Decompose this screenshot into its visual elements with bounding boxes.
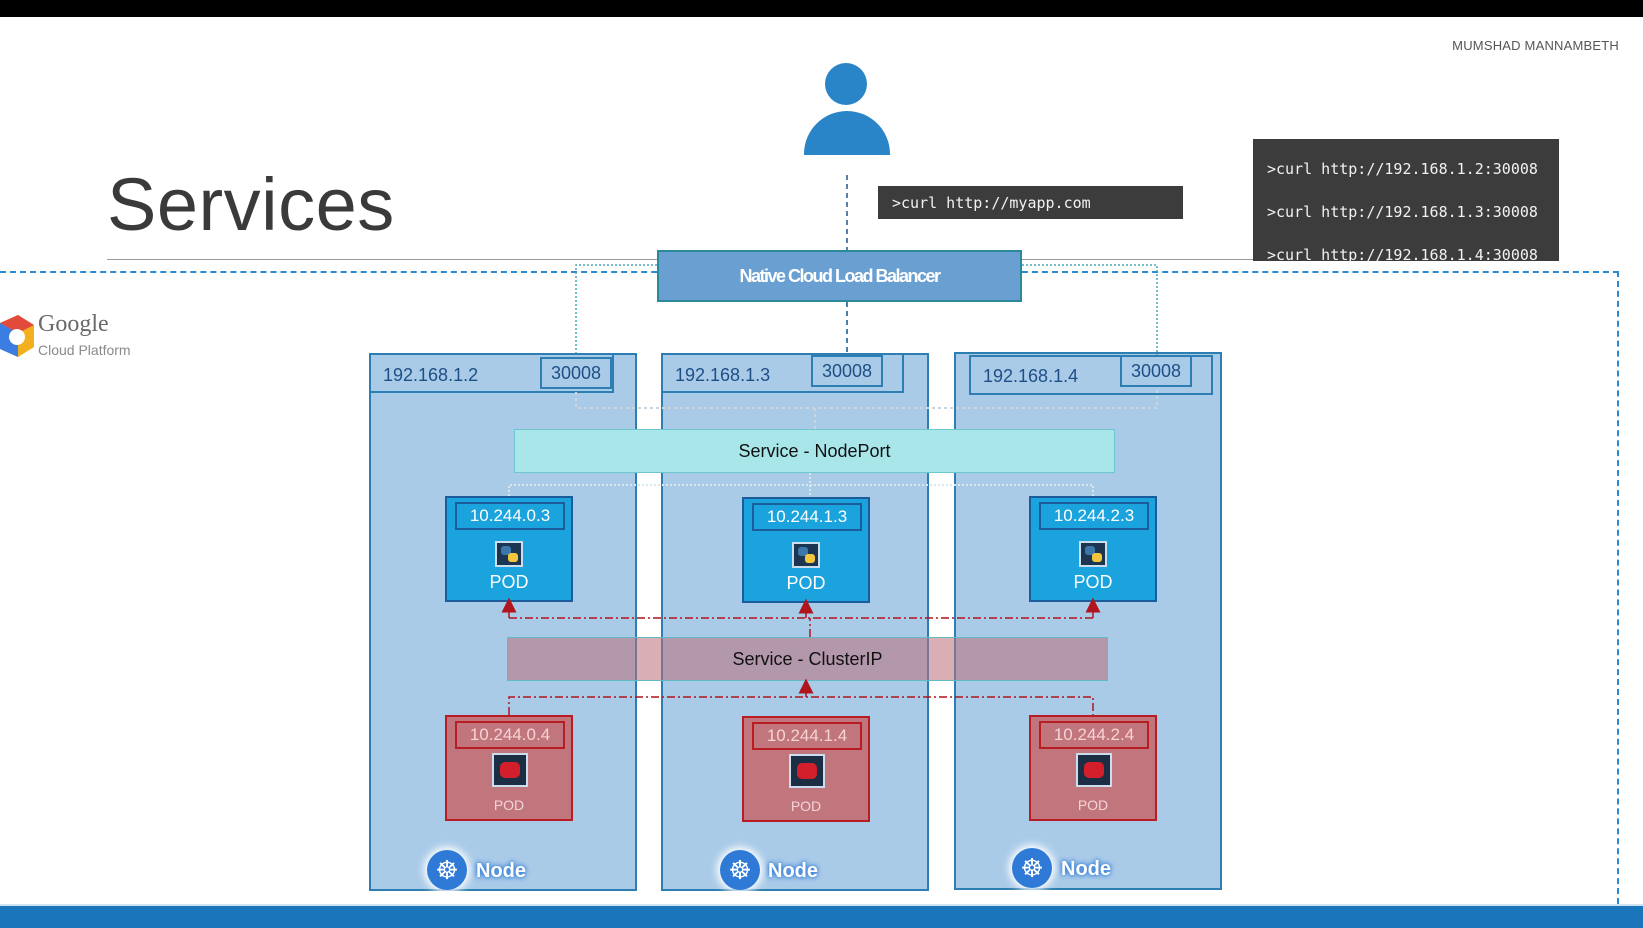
- curl-command-node-3: >curl http://192.168.1.4:30008: [1267, 246, 1538, 264]
- node-3-port: 30008: [1120, 355, 1192, 387]
- web-pod-3-label: POD: [1073, 572, 1113, 592]
- kubernetes-icon: ☸: [1012, 848, 1052, 888]
- ports-to-nodeport-connector: [575, 390, 1158, 409]
- redis-pods-to-clusterip-connector: [508, 696, 1094, 715]
- curl-command-node-1: >curl http://192.168.1.2:30008: [1267, 160, 1538, 178]
- user-icon: [825, 63, 867, 105]
- python-icon: [792, 542, 820, 568]
- curl-command-node-2: >curl http://192.168.1.3:30008: [1267, 203, 1538, 221]
- web-pod-2: 10.244.1.3 POD: [742, 497, 870, 603]
- terminal-myapp: >curl http://myapp.com: [878, 186, 1183, 219]
- redis-pod-2-label: POD: [790, 798, 822, 814]
- lb-to-node-1-connector: [575, 264, 657, 353]
- web-pod-3: 10.244.2.3 POD: [1029, 496, 1157, 602]
- redis-pod-3-ip: 10.244.2.4: [1039, 721, 1149, 749]
- web-pod-1: 10.244.0.3 POD: [445, 496, 573, 602]
- web-pod-2-label: POD: [786, 573, 826, 593]
- web-pod-1-ip: 10.244.0.3: [455, 502, 565, 530]
- google-logo-word: Google: [38, 311, 109, 337]
- slide-title: Services: [107, 163, 395, 246]
- footer-bar: [0, 906, 1643, 928]
- footer-divider: [0, 904, 1643, 906]
- author-credit: MUMSHAD MANNAMBETH: [1452, 38, 1619, 53]
- node-1-ip: 192.168.1.2: [383, 365, 479, 385]
- lb-to-node-3-connector: [1022, 264, 1158, 355]
- redis-pod-3: 10.244.2.4 POD: [1029, 715, 1157, 821]
- native-cloud-load-balancer: Native Cloud Load Balancer: [657, 250, 1022, 302]
- web-pod-1-label: POD: [489, 572, 529, 592]
- kubernetes-icon: ☸: [427, 850, 467, 890]
- web-pods-to-clusterip-connector: [509, 617, 1093, 637]
- redis-icon: [789, 754, 825, 788]
- kubernetes-icon: ☸: [720, 850, 760, 890]
- redis-pod-2-ip: 10.244.1.4: [752, 722, 862, 750]
- node-3-label: Node: [1061, 858, 1111, 880]
- node-3-ip: 192.168.1.4: [983, 366, 1079, 386]
- cloud-platform-text: Cloud Platform: [38, 342, 131, 358]
- redis-pod-1-ip: 10.244.0.4: [455, 721, 565, 749]
- node-2-label: Node: [768, 860, 818, 882]
- google-cloud-logo-icon: [0, 315, 34, 357]
- redis-icon: [1076, 753, 1112, 787]
- slide-top-border: [0, 0, 1643, 17]
- python-icon: [1079, 541, 1107, 567]
- python-icon: [495, 541, 523, 567]
- redis-pod-2: 10.244.1.4 POD: [742, 716, 870, 822]
- node-2-port: 30008: [811, 355, 883, 387]
- node-1-label: Node: [476, 860, 526, 882]
- service-nodeport: Service - NodePort: [514, 429, 1115, 473]
- node-2-ip: 192.168.1.3: [675, 365, 771, 385]
- web-pod-3-ip: 10.244.2.3: [1039, 502, 1149, 530]
- redis-pod-3-label: POD: [1077, 797, 1109, 813]
- nodeport-to-web-pods-connector: [508, 484, 1094, 496]
- node-1-port: 30008: [540, 357, 612, 389]
- terminal-node-ips: >curl http://192.168.1.2:30008 >curl htt…: [1253, 139, 1559, 264]
- web-pod-2-ip: 10.244.1.3: [752, 503, 862, 531]
- redis-pod-1: 10.244.0.4 POD: [445, 715, 573, 821]
- curl-command-domain: >curl http://myapp.com: [892, 194, 1091, 212]
- redis-pod-1-label: POD: [493, 797, 525, 813]
- redis-icon: [492, 753, 528, 787]
